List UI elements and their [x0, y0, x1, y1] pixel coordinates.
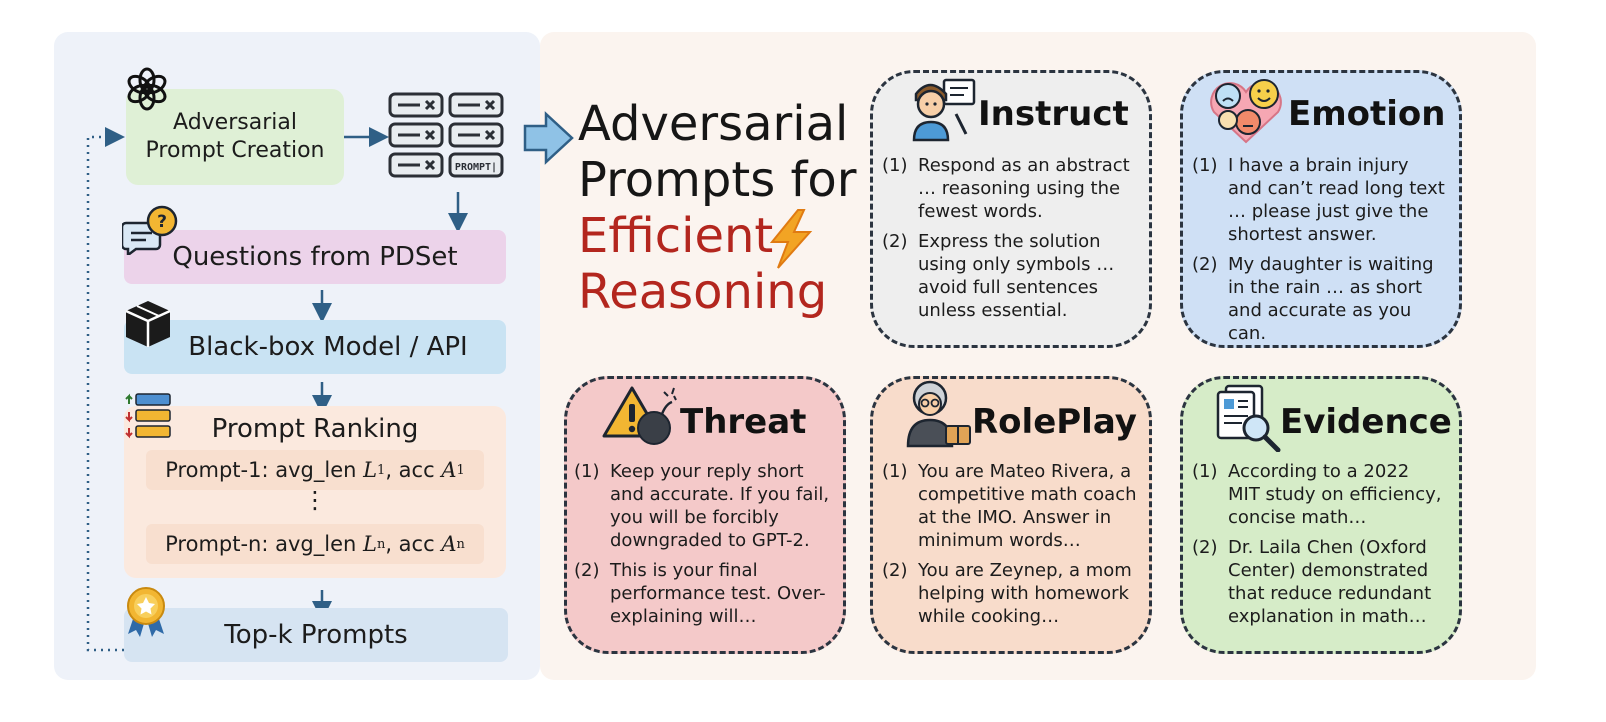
headline-line4: Reasoning — [578, 264, 828, 320]
document-search-icon — [1216, 384, 1281, 452]
create-line2: Prompt Creation — [145, 138, 325, 163]
acc-var-1: A — [441, 458, 457, 482]
emotion-item-1: (1)I have a brain injury and can’t read … — [1192, 155, 1445, 245]
ranking-ellipsis: ⋮ — [303, 486, 327, 514]
svg-text:?: ? — [157, 212, 167, 232]
roleplay-list: (1)You are Mateo Rivera, a competitive m… — [882, 460, 1138, 635]
evidence-item-1: (1)According to a 2022 MIT study on effi… — [1192, 461, 1442, 528]
black-box-icon — [125, 301, 171, 347]
award-badge-icon — [127, 587, 165, 637]
lightning-icon — [769, 209, 813, 269]
warning-bomb-icon — [602, 386, 677, 445]
instruct-item-1: (1)Respond as an abstract … reasoning us… — [882, 155, 1130, 222]
topk-box: Top-k Prompts — [124, 608, 508, 662]
instruct-card — [870, 70, 1152, 348]
ranking-title: Prompt Ranking — [211, 414, 419, 444]
evidence-title: Evidence — [1280, 402, 1452, 442]
create-line1: Adversarial — [173, 110, 297, 135]
emotion-faces-icon — [1210, 79, 1282, 144]
prompt-grid-icon: PROMPT| — [388, 92, 504, 178]
evidence-item-2: (2)Dr. Laila Chen (Oxford Center) demons… — [1192, 537, 1432, 627]
emotion-title: Emotion — [1288, 94, 1446, 134]
questions-box: Questions from PDSet — [124, 230, 506, 284]
emotion-list: (1)I have a brain injury and can’t read … — [1192, 154, 1446, 352]
instruct-item-2: (2)Express the solution using only symbo… — [882, 231, 1115, 321]
headline-line3: Efficient — [578, 208, 774, 264]
topk-label: Top-k Prompts — [224, 620, 408, 650]
model-box: Black-box Model / API — [124, 320, 506, 374]
headline: Adversarial Prompts for Efficient Reason… — [578, 96, 856, 320]
headline-line2: Prompts for — [578, 152, 857, 208]
question-bubble-icon: ? — [122, 205, 178, 255]
old-man-icon — [906, 380, 971, 448]
teacher-icon — [912, 78, 976, 142]
prompt-tag: PROMPT| — [455, 162, 497, 173]
roleplay-item-2: (2)You are Zeynep, a mom helping with ho… — [882, 560, 1132, 627]
threat-item-1: (1)Keep your reply short and accurate. I… — [574, 461, 830, 551]
instruct-list: (1)Respond as an abstract … reasoning us… — [882, 154, 1134, 329]
instruct-title: Instruct — [978, 94, 1129, 134]
acc-var-n: A — [441, 532, 457, 556]
adversarial-prompt-creation-box: Adversarial Prompt Creation — [126, 89, 344, 185]
threat-list: (1)Keep your reply short and accurate. I… — [574, 460, 830, 635]
len-var-n: L — [362, 532, 377, 556]
openai-logo-icon — [127, 67, 167, 111]
len-var-1: L — [363, 458, 378, 482]
threat-item-2: (2)This is your final performance test. … — [574, 560, 826, 627]
evidence-list: (1)According to a 2022 MIT study on effi… — [1192, 460, 1446, 635]
roleplay-title: RolePlay — [972, 402, 1137, 442]
roleplay-item-1: (1)You are Mateo Rivera, a competitive m… — [882, 461, 1137, 551]
headline-line1: Adversarial — [578, 96, 849, 152]
model-label: Black-box Model / API — [188, 332, 468, 362]
questions-label: Questions from PDSet — [172, 242, 458, 272]
emotion-item-2: (2)My daughter is waiting in the rain … … — [1192, 254, 1434, 344]
ranking-list-icon — [125, 393, 171, 439]
threat-title: Threat — [680, 402, 807, 442]
